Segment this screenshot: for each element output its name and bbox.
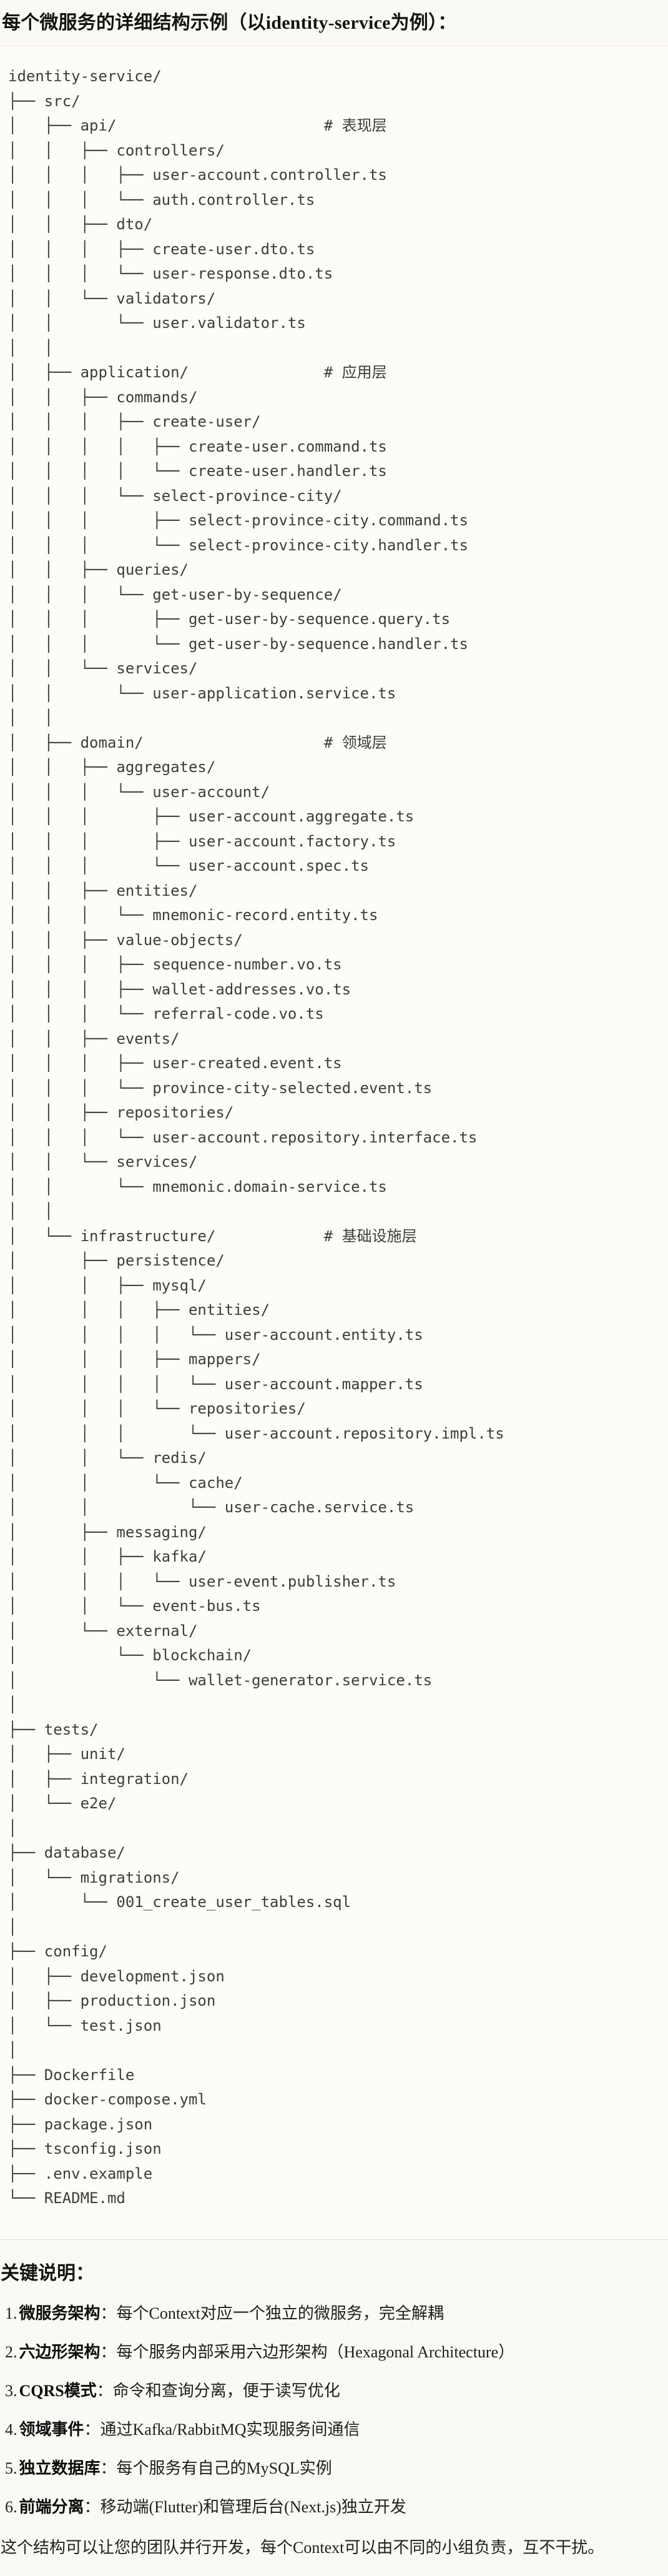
note-label: 独立数据库	[19, 2459, 101, 2477]
note-item-cqrs-pattern: 3.CQRS模式：命令和查询分离，便于读写优化	[5, 2380, 663, 2402]
note-number: 3.	[5, 2382, 17, 2400]
note-text: ：每个服务有自己的MySQL实例	[101, 2459, 332, 2477]
directory-tree-code-block: identity-service/ ├── src/ │ ├── api/ # …	[0, 46, 668, 2240]
note-number: 5.	[5, 2459, 17, 2477]
note-number: 6.	[5, 2498, 17, 2516]
note-item-domain-events: 4.领域事件：通过Kafka/RabbitMQ实现服务间通信	[5, 2419, 663, 2440]
note-label: 前端分离	[19, 2498, 84, 2516]
note-number: 1.	[5, 2304, 17, 2322]
page-title: 每个微服务的详细结构示例（以identity-service为例）：	[0, 0, 668, 46]
note-text: ：每个Context对应一个独立的微服务，完全解耦	[101, 2304, 444, 2322]
note-label: 领域事件	[19, 2420, 84, 2439]
key-notes-section: 关键说明： 1.微服务架构：每个Context对应一个独立的微服务，完全解耦 2…	[0, 2261, 668, 2576]
note-item-hexagonal-architecture: 2.六边形架构：每个服务内部采用六边形架构（Hexagonal Architec…	[5, 2341, 663, 2363]
key-notes-list: 1.微服务架构：每个Context对应一个独立的微服务，完全解耦 2.六边形架构…	[1, 2302, 663, 2519]
note-item-microservice-architecture: 1.微服务架构：每个Context对应一个独立的微服务，完全解耦	[5, 2302, 663, 2324]
note-label: 微服务架构	[19, 2304, 101, 2322]
note-text: ：命令和查询分离，便于读写优化	[97, 2382, 340, 2400]
note-text: ：移动端(Flutter)和管理后台(Next.js)独立开发	[84, 2498, 406, 2516]
key-notes-heading: 关键说明：	[1, 2261, 663, 2286]
note-label: CQRS模式	[19, 2382, 97, 2400]
note-item-frontend-separation: 6.前端分离：移动端(Flutter)和管理后台(Next.js)独立开发	[5, 2496, 663, 2518]
note-label: 六边形架构	[19, 2343, 101, 2361]
note-text: ：通过Kafka/RabbitMQ实现服务间通信	[84, 2420, 360, 2439]
closing-note: 这个结构可以让您的团队并行开发，每个Context可以由不同的小组负责，互不干扰…	[1, 2537, 663, 2559]
note-number: 4.	[5, 2420, 17, 2439]
note-text: ：每个服务内部采用六边形架构（Hexagonal Architecture）	[101, 2343, 515, 2361]
note-number: 2.	[5, 2343, 17, 2361]
note-item-independent-database: 5.独立数据库：每个服务有自己的MySQL实例	[5, 2457, 663, 2479]
